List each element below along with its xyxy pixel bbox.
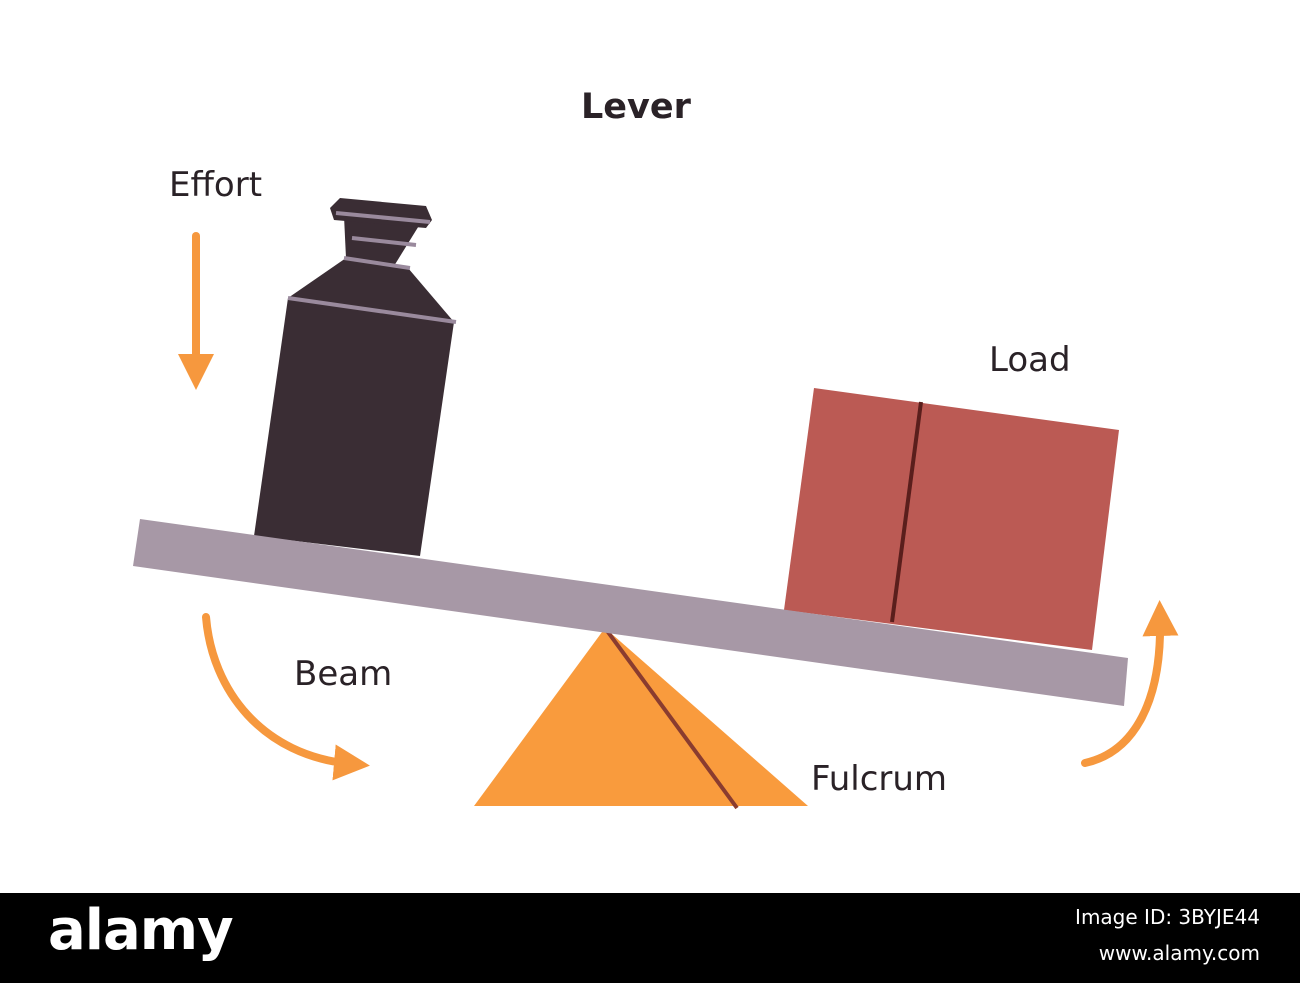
site-url-text: www.alamy.com (1098, 941, 1260, 965)
watermark-bar: alamy Image ID: 3BYJE44 www.alamy.com (0, 893, 1300, 983)
fulcrum-triangle (474, 626, 808, 810)
fulcrum-label: Fulcrum (811, 759, 948, 799)
alamy-logo: alamy (48, 898, 234, 963)
beam (133, 519, 1128, 706)
effort-label: Effort (169, 165, 263, 205)
load-box (784, 388, 1119, 650)
beam-label: Beam (294, 654, 393, 694)
effort-weight (254, 198, 457, 556)
image-id-text: Image ID: 3BYJE44 (1075, 905, 1260, 929)
load-label: Load (989, 340, 1071, 380)
load-rotation-arrow-icon (1081, 600, 1179, 767)
beam-rotation-arrow-icon (202, 613, 370, 781)
diagram-title: Lever (581, 87, 691, 127)
lever-diagram (133, 198, 1179, 810)
